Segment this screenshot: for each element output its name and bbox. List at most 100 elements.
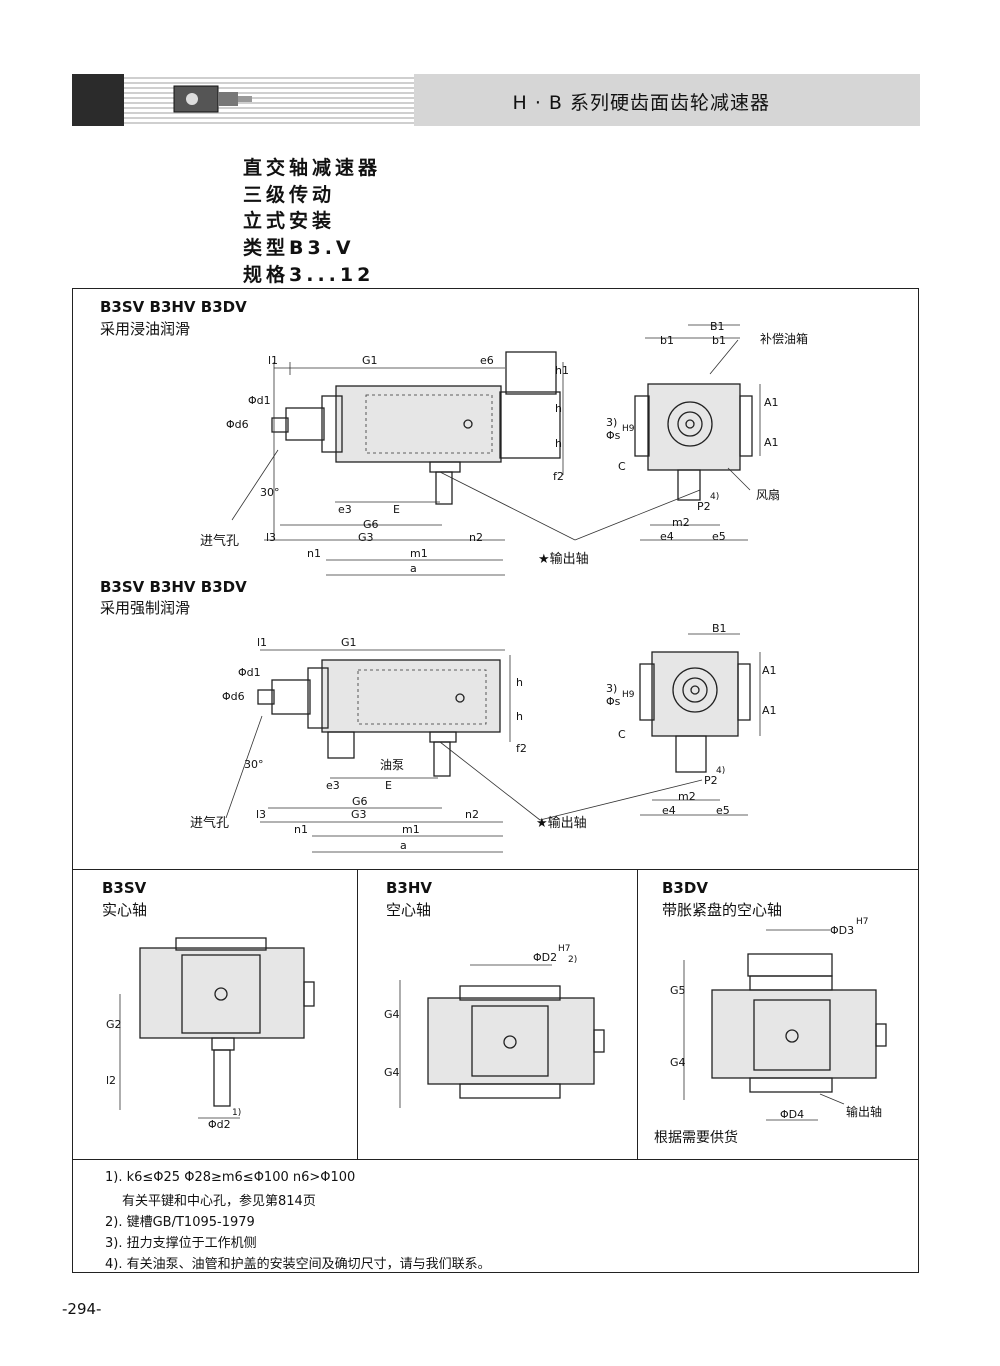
- dim2-a: a: [400, 839, 407, 852]
- section1-models: B3SV B3HV B3DV: [100, 298, 247, 316]
- drawing-frame: [72, 288, 919, 1273]
- dim2-e4: e4: [662, 804, 676, 817]
- dim2-P2: P2: [704, 774, 718, 787]
- dim2-h-upper: h: [516, 676, 523, 689]
- dim-d6: Φd6: [226, 418, 249, 431]
- dim-G6: G6: [363, 518, 379, 531]
- frame-col-divider-2: [637, 869, 638, 1159]
- label-output-shaft: ★输出轴: [538, 552, 589, 567]
- dim-h1: h1: [555, 364, 569, 377]
- dim-D2-note: 2): [568, 955, 578, 965]
- dim-G2: G2: [106, 1018, 122, 1031]
- variant-b3dv-model: B3DV: [662, 879, 708, 897]
- page-number: -294-: [62, 1300, 102, 1318]
- dim-l1: l1: [268, 354, 279, 367]
- label2-output-shaft: ★输出轴: [536, 816, 587, 831]
- dim-m1: m1: [410, 547, 428, 560]
- dim-e3: e3: [338, 503, 352, 516]
- dim-note4: 4): [710, 492, 720, 502]
- variant-b3hv-desc: 空心轴: [386, 901, 432, 919]
- dim2-n1: n1: [294, 823, 308, 836]
- dim-angle: 30°: [260, 486, 280, 499]
- dim-G4-dv: G4: [670, 1056, 686, 1069]
- dim-h-lower: h: [555, 437, 562, 450]
- label2-air-vent: 进气孔: [190, 816, 230, 831]
- frame-divider-top: [73, 869, 918, 870]
- note-3: 3). 扭力支撑位于工作机侧: [105, 1236, 257, 1251]
- page-title: H · B 系列硬齿面齿轮减速器: [512, 92, 770, 114]
- dim-f2: f2: [553, 470, 564, 483]
- dim-D3: ΦD3: [830, 924, 855, 937]
- dim2-A1-upper: A1: [762, 664, 777, 677]
- note-1-cont: 有关平键和中心孔，参见第814页: [122, 1194, 316, 1209]
- dim2-h-lower: h: [516, 710, 523, 723]
- dim2-d1: Φd1: [238, 666, 261, 679]
- dim-B1: B1: [710, 320, 725, 333]
- section2-side-view-drawing: [225, 633, 761, 853]
- dim-s-tolerance: H9: [622, 424, 635, 434]
- reducer-photo-icon: [173, 85, 252, 113]
- intro-line-1: 直交轴减速器: [243, 157, 382, 179]
- dim2-G3: G3: [351, 808, 367, 821]
- frame-col-divider-1: [357, 869, 358, 1159]
- variant-b3sv-desc: 实心轴: [102, 901, 148, 919]
- dim2-G1: G1: [341, 636, 357, 649]
- dim-d2: Φd2: [208, 1118, 231, 1131]
- dim-C: C: [618, 460, 626, 473]
- intro-line-5: 规格3...12: [243, 264, 375, 286]
- dim-e5: e5: [712, 530, 726, 543]
- dim2-l3: l3: [256, 808, 267, 821]
- dim2-angle: 30°: [244, 758, 264, 771]
- note-1: 1). k6≤Φ25 Φ28≥m6≤Φ100 n6>Φ100: [105, 1170, 356, 1185]
- variant-b3dv-desc: 带胀紧盘的空心轴: [662, 901, 783, 919]
- header-banner: H · B 系列硬齿面齿轮减速器: [72, 74, 920, 126]
- dim2-E: E: [385, 779, 392, 792]
- dim-a: a: [410, 562, 417, 575]
- dim-D3-tolerance: H7: [856, 917, 869, 927]
- header-stripes: [124, 74, 414, 126]
- dim-D2: ΦD2: [533, 951, 558, 964]
- dim-h-upper: h: [555, 402, 562, 415]
- intro-line-2: 三级传动: [243, 184, 336, 206]
- label-compensation-tank: 补偿油箱: [760, 332, 809, 346]
- dim-G4-lower: G4: [384, 1066, 400, 1079]
- dim-G4-upper: G4: [384, 1008, 400, 1021]
- label-air-vent: 进气孔: [200, 534, 240, 549]
- dim2-d6: Φd6: [222, 690, 245, 703]
- dim-G1: G1: [362, 354, 378, 367]
- dim2-C: C: [618, 728, 626, 741]
- dim-G5: G5: [670, 984, 686, 997]
- dim2-m2: m2: [678, 790, 696, 803]
- dim2-n2: n2: [465, 808, 479, 821]
- dim2-note3: 3): [606, 682, 618, 695]
- dim2-m1: m1: [402, 823, 420, 836]
- dim-P2: P2: [697, 500, 711, 513]
- variant-b3sv-model: B3SV: [102, 879, 147, 897]
- dim-b1-left: b1: [660, 334, 674, 347]
- label-fan: 风扇: [756, 488, 781, 502]
- intro-line-3: 立式安装: [243, 210, 336, 232]
- dim-l3: l3: [266, 531, 277, 544]
- dim-note3: 3): [606, 416, 618, 429]
- dim-l2: l2: [106, 1074, 117, 1087]
- dim-E: E: [393, 503, 400, 516]
- dim-n1: n1: [307, 547, 321, 560]
- dim2-s-tolerance: H9: [622, 690, 635, 700]
- dim-D4: ΦD4: [780, 1108, 805, 1121]
- dim-e4: e4: [660, 530, 674, 543]
- note-4: 4). 有关油泵、油管和护盖的安装空间及确切尺寸，请与我们联系。: [105, 1257, 491, 1272]
- dim2-e3: e3: [326, 779, 340, 792]
- section2-lubrication: 采用强制润滑: [100, 599, 191, 617]
- dim2-B1: B1: [712, 622, 727, 635]
- dim-b1-right: b1: [712, 334, 726, 347]
- dim-m2: m2: [672, 516, 690, 529]
- dim-d1: Φd1: [248, 394, 271, 407]
- dim2-e5: e5: [716, 804, 730, 817]
- label-supply-note: 根据需要供货: [654, 1130, 738, 1146]
- dim2-G6: G6: [352, 795, 368, 808]
- note-2: 2). 键槽GB/T1095-1979: [105, 1215, 255, 1230]
- label-b3dv-output-shaft: 输出轴: [846, 1105, 883, 1119]
- section1-side-view-drawing: [231, 324, 761, 576]
- dim2-note4: 4): [716, 766, 726, 776]
- dim2-f2: f2: [516, 742, 527, 755]
